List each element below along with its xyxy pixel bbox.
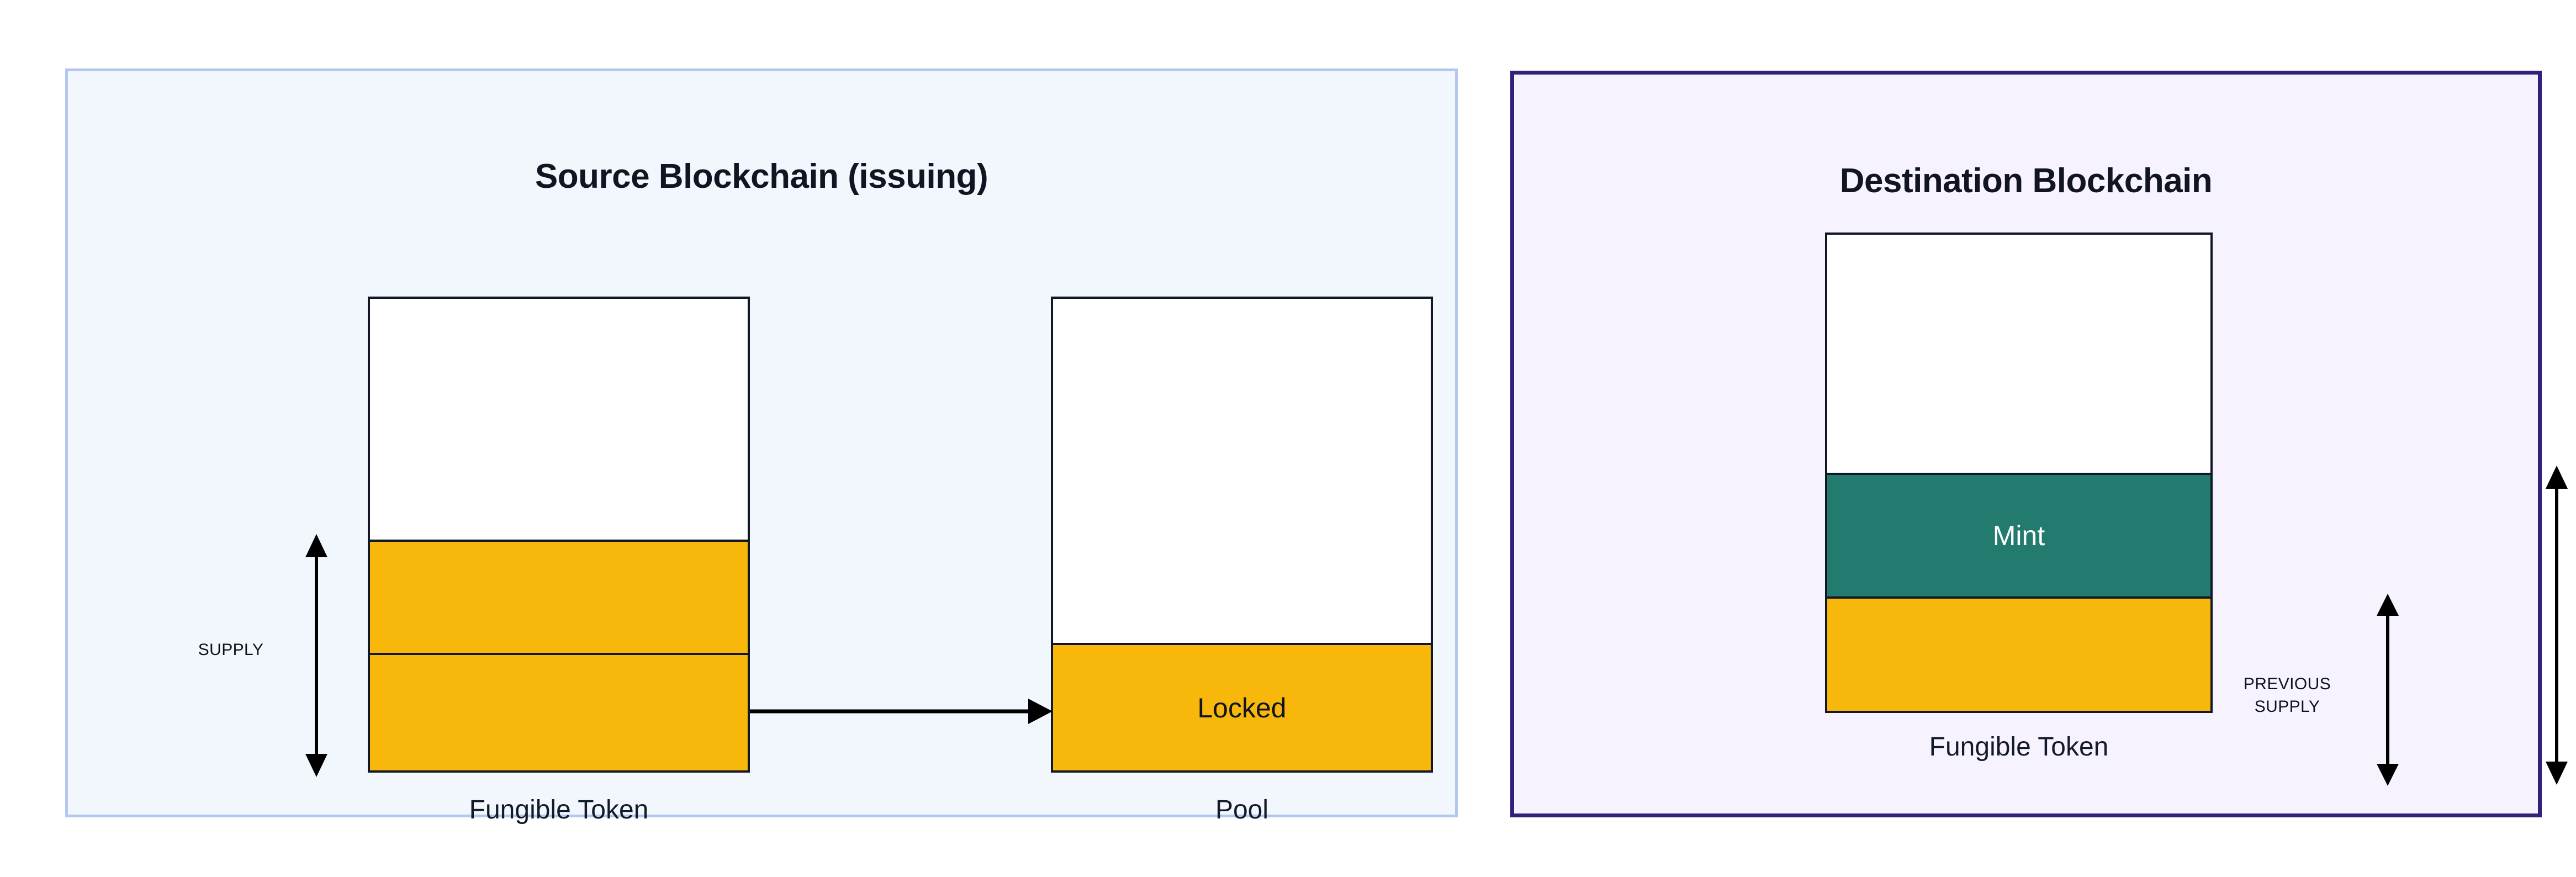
destination-fungible-token-caption: Fungible Token — [1929, 732, 2109, 762]
destination-panel-title: Destination Blockchain — [1839, 162, 2213, 200]
destination-token-mint-segment: Mint — [1827, 473, 2210, 597]
pool-empty-segment — [1053, 299, 1431, 643]
supply-measure-arrow-icon — [305, 534, 327, 777]
lock-transfer-arrow-icon — [750, 699, 1052, 724]
pool-locked-segment: Locked — [1053, 643, 1431, 770]
source-blockchain-panel: Source Blockchain (issuing) Fungible Tok… — [65, 68, 1458, 825]
destination-blockchain-panel: Destination Blockchain Mint Fungible Tok… — [1510, 71, 2568, 817]
source-token-supply-lower-segment — [370, 652, 748, 770]
new-supply-label-line-2: SUPPLY — [2568, 661, 2576, 683]
previous-supply-measure-label: PREVIOUS SUPPLY — [2199, 673, 2376, 718]
source-panel-title: Source Blockchain (issuing) — [535, 157, 988, 196]
destination-token-unused-segment — [1827, 235, 2210, 473]
new-supply-measure-label: NEW SUPPLY — [2568, 638, 2576, 683]
new-supply-label-line-1: NEW — [2568, 638, 2576, 661]
supply-measure-label: SUPPLY — [198, 641, 264, 659]
source-pool-caption: Pool — [1215, 795, 1269, 825]
destination-token-previous-supply-segment — [1827, 596, 2210, 711]
source-pool-bar: Locked — [1051, 297, 1433, 773]
source-fungible-token-bar — [368, 297, 750, 773]
source-fungible-token-caption: Fungible Token — [469, 795, 649, 825]
previous-supply-label-line-1: PREVIOUS — [2243, 675, 2331, 693]
source-token-supply-upper-segment — [370, 539, 748, 653]
destination-fungible-token-bar: Mint — [1825, 233, 2213, 713]
previous-supply-label-line-2: SUPPLY — [2254, 697, 2320, 716]
previous-supply-measure-arrow-icon — [2377, 594, 2399, 786]
source-token-unused-segment — [370, 299, 748, 540]
new-supply-measure-arrow-icon — [2546, 466, 2568, 785]
